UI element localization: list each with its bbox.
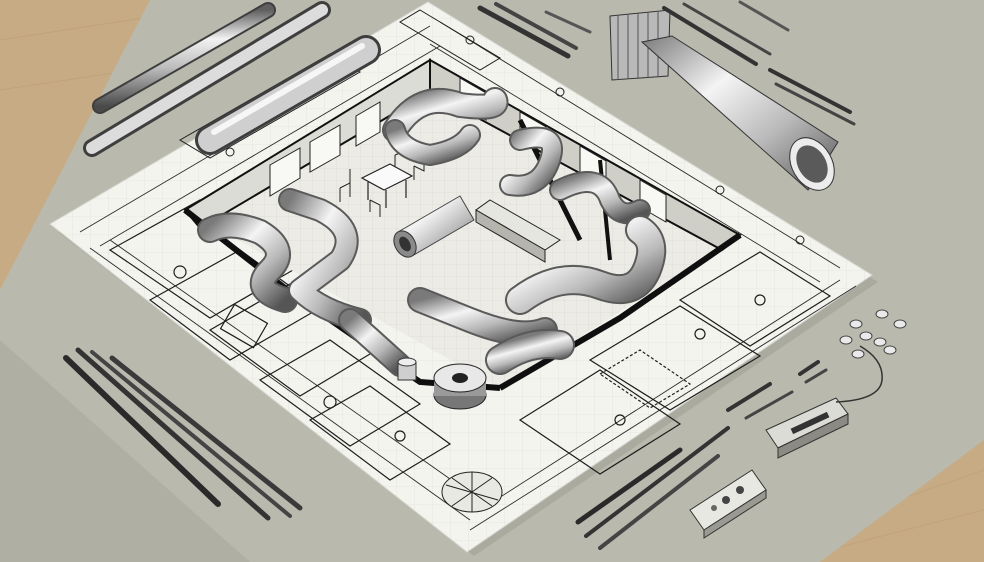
drafting-lines <box>79 21 857 531</box>
pencil-icon-set-right <box>575 360 828 550</box>
pencil-icon-set-left <box>63 347 303 521</box>
table-icon <box>360 163 414 208</box>
lower-right-rooms <box>518 251 832 475</box>
knob-set <box>839 309 907 359</box>
pencil-icon <box>477 0 856 126</box>
tube-icon <box>83 1 381 157</box>
duct-cylinder <box>393 195 475 258</box>
duct-icon-large <box>609 9 839 191</box>
remote-icon <box>689 469 767 539</box>
thermostat-controller <box>765 345 883 459</box>
canister <box>397 357 417 381</box>
front-wall-right <box>498 232 742 391</box>
fan-icon <box>441 471 503 513</box>
grey-mat-shade <box>0 340 250 562</box>
thermostat-icon <box>433 363 487 410</box>
duct-icon <box>197 87 667 377</box>
kitchen-counter-front <box>475 209 546 263</box>
